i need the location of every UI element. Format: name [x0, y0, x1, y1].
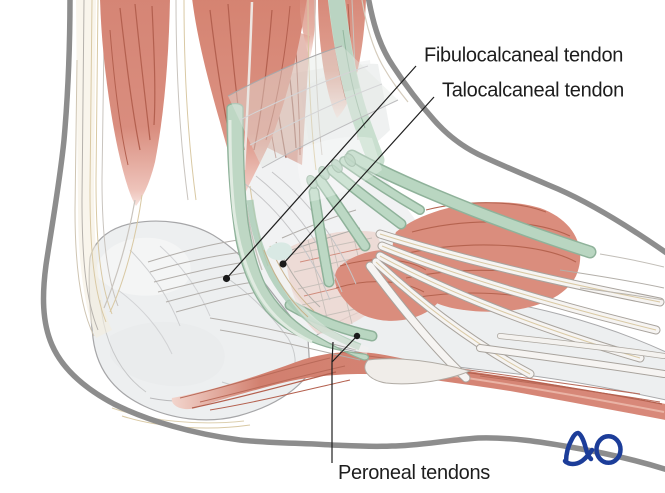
svg-text:Talocalcaneal tendon: Talocalcaneal tendon — [442, 80, 624, 102]
svg-text:Fibulocalcaneal tendon: Fibulocalcaneal tendon — [424, 45, 623, 67]
svg-text:Peroneal tendons: Peroneal tendons — [338, 462, 490, 484]
